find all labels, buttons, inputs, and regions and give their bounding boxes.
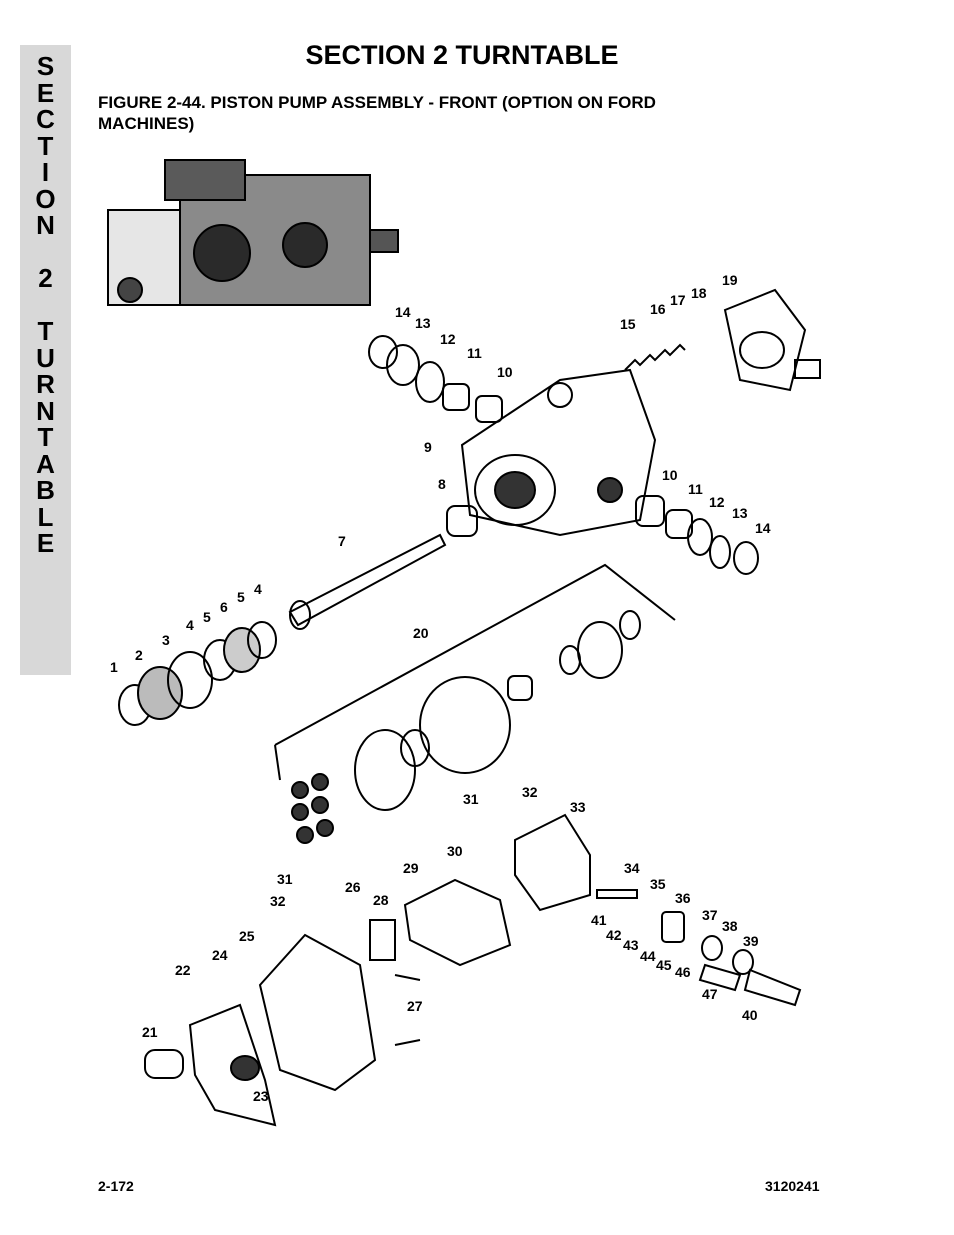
callout-10: 10 (497, 364, 513, 380)
callout-4b: 4 (254, 581, 262, 597)
callout-38: 38 (722, 918, 738, 934)
callout-11b: 11 (688, 481, 703, 497)
callout-46: 46 (675, 964, 691, 980)
side-tab-letter: U (36, 342, 55, 373)
callout-22: 22 (175, 962, 191, 978)
callout-45: 45 (656, 957, 672, 973)
callout-8: 8 (438, 476, 446, 492)
callout-12b: 12 (709, 494, 725, 510)
figure-title-line-1: FIGURE 2-44. PISTON PUMP ASSEMBLY - FRON… (98, 93, 656, 112)
rotating-group-leader (274, 563, 676, 746)
pump-assembly-illustration (107, 159, 399, 306)
figure-title-line-2: MACHINES) (98, 114, 195, 133)
callout-43: 43 (623, 937, 639, 953)
callout-6: 6 (220, 599, 228, 615)
callout-12: 12 (440, 331, 456, 347)
page-number: 2-172 (98, 1178, 134, 1194)
callout-7: 7 (338, 533, 346, 549)
callout-31: 31 (463, 791, 479, 807)
callout-41: 41 (591, 912, 607, 928)
callout-labels: 1 2 3 4 5 6 5 4 7 8 9 10 11 12 13 14 10 … (110, 272, 771, 1104)
callout-16: 16 (650, 301, 666, 317)
callout-11: 11 (467, 345, 482, 361)
callout-30: 30 (447, 843, 463, 859)
side-tab-letter: E (36, 528, 55, 558)
side-tab-letter: I (41, 157, 50, 187)
side-tab-letter: B (36, 475, 55, 505)
side-tab-letter: R (36, 369, 55, 399)
callout-5: 5 (203, 609, 211, 625)
callout-40: 40 (742, 1007, 758, 1023)
callout-25: 25 (239, 928, 255, 944)
side-tab-letter: S (36, 51, 55, 81)
callout-34: 34 (624, 860, 640, 876)
callout-14b: 14 (755, 520, 771, 536)
callout-31b: 31 (277, 871, 293, 887)
side-tab-letter: L (37, 501, 54, 532)
callout-27: 27 (407, 998, 423, 1014)
callout-47: 47 (702, 986, 718, 1002)
callout-29: 29 (403, 860, 419, 876)
side-tab-letter: N (36, 210, 55, 240)
side-tab-letter: N (36, 395, 55, 426)
callout-13b: 13 (732, 505, 748, 521)
section-title: SECTION 2 TURNTABLE (305, 40, 619, 70)
callout-14: 14 (395, 304, 411, 320)
callout-33: 33 (570, 799, 586, 815)
callout-23: 23 (253, 1088, 269, 1104)
document-number: 3120241 (765, 1178, 820, 1194)
callout-32b: 32 (270, 893, 286, 909)
callout-17: 17 (670, 292, 686, 308)
callout-5b: 5 (237, 589, 245, 605)
callout-20: 20 (413, 625, 429, 641)
spring (624, 343, 686, 371)
callout-39: 39 (743, 933, 759, 949)
callout-37: 37 (702, 907, 718, 923)
callout-24: 24 (212, 947, 228, 963)
callout-9: 9 (424, 439, 432, 455)
callout-32: 32 (522, 784, 538, 800)
callout-19: 19 (722, 272, 738, 288)
pump-housing (460, 368, 657, 537)
callout-42: 42 (606, 927, 622, 943)
callout-1: 1 (110, 659, 118, 675)
callout-35: 35 (650, 876, 666, 892)
callout-28: 28 (373, 892, 389, 908)
side-tab-letter: T (37, 130, 54, 161)
callout-36: 36 (675, 890, 691, 906)
callout-10b: 10 (662, 467, 678, 483)
callout-44: 44 (640, 948, 656, 964)
callout-2: 2 (135, 647, 143, 663)
side-tab-letter: 2 (38, 263, 53, 293)
callout-26: 26 (345, 879, 361, 895)
figure-title: FIGURE 2-44. PISTON PUMP ASSEMBLY - FRON… (98, 92, 758, 134)
side-tab-letter: C (36, 104, 55, 134)
callout-3: 3 (162, 632, 170, 648)
callout-13: 13 (415, 315, 431, 331)
side-tab-letter: A (36, 448, 55, 479)
side-tab-letter: E (36, 77, 55, 108)
callout-18: 18 (691, 285, 707, 301)
swashplate (723, 288, 821, 392)
callout-4: 4 (186, 617, 194, 633)
side-tab-letter: T (37, 316, 54, 346)
callout-21: 21 (142, 1024, 158, 1040)
side-tab-letter: T (37, 422, 54, 452)
side-tab-letter: O (35, 183, 56, 214)
callout-15: 15 (620, 316, 636, 332)
